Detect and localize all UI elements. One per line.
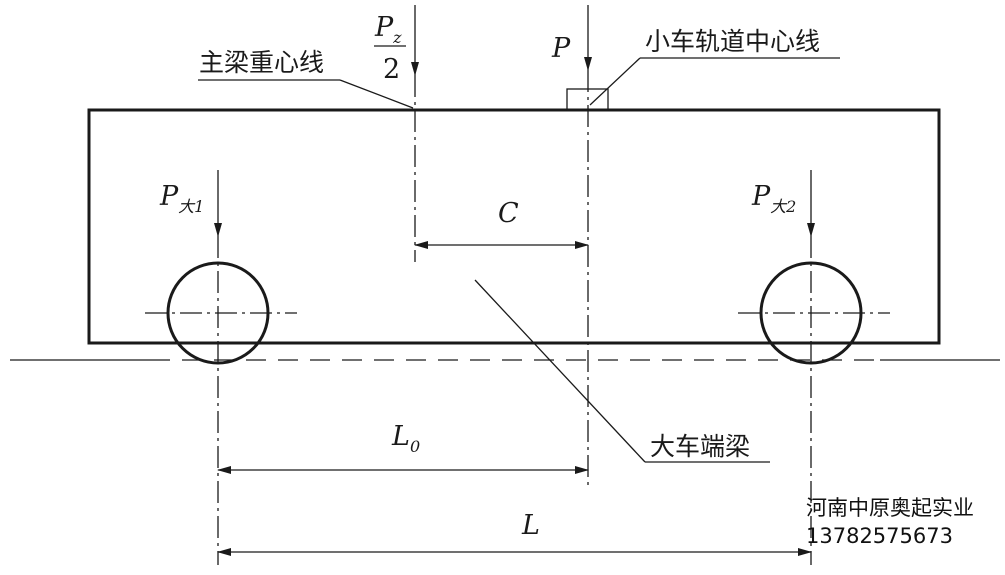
symbol-l0: L0 bbox=[391, 421, 420, 456]
label-trolley-track-centerline: 小车轨道中心线 bbox=[645, 27, 820, 56]
leader-girder bbox=[339, 79, 414, 109]
leader-track bbox=[589, 57, 641, 106]
watermark-phone: 13782575673 bbox=[806, 524, 953, 548]
leader-end-beam bbox=[474, 279, 646, 463]
end-beam-outline bbox=[87, 108, 941, 345]
symbol-denominator-2: 2 bbox=[383, 54, 400, 85]
label-girder-centerline: 主梁重心线 bbox=[199, 48, 324, 77]
symbol-p: P bbox=[551, 33, 571, 64]
watermark-company: 河南中原奥起实业 bbox=[806, 496, 974, 520]
symbol-p-da1: P大1 bbox=[159, 181, 204, 216]
symbol-p-da2: P大2 bbox=[751, 181, 796, 216]
symbol-pz: Pz bbox=[374, 12, 402, 47]
symbol-l: L bbox=[521, 510, 540, 541]
label-end-beam: 大车端梁 bbox=[650, 432, 750, 461]
symbol-c: C bbox=[498, 198, 519, 229]
